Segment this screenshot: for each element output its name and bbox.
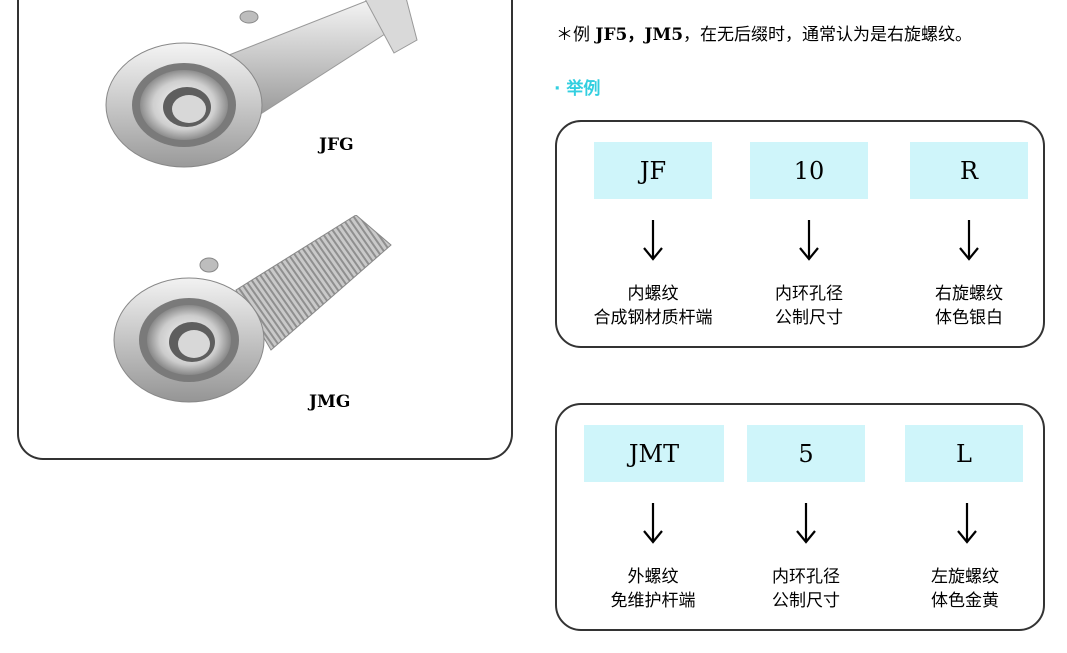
note-codes: JF5，JM5	[595, 25, 684, 45]
product-label-jmg: JMG	[309, 392, 351, 412]
description-line: 免维护杆端	[610, 591, 696, 611]
jmg-rod-end-image	[113, 215, 392, 403]
down-arrow-icon	[959, 220, 979, 261]
jfg-rod-end-image	[105, 0, 418, 168]
description-line: 合成钢材质杆端	[593, 308, 713, 328]
section-title: · 举例	[554, 79, 601, 99]
note-text: ，在无后缀时，通常认为是右旋螺纹。	[683, 25, 973, 45]
down-arrow-icon	[957, 503, 977, 544]
down-arrow-icon	[643, 220, 663, 261]
description-line: 公制尺寸	[775, 308, 843, 328]
down-arrow-icon	[799, 220, 819, 261]
example-box-2: JMT 5 L 外螺纹免维护杆端 内环孔径公制尺寸 左旋螺纹体色金黄	[555, 403, 1045, 631]
note-prefix: ＊例	[556, 25, 596, 45]
down-arrow-icon	[643, 503, 663, 544]
product-panel: JFG JMG	[17, 0, 513, 460]
description-line: 外螺纹	[627, 567, 679, 587]
description-line: 右旋螺纹	[935, 284, 1003, 304]
example-box-1: JF 10 R 内螺纹合成钢材质杆端 内环孔径公制尺寸 右旋螺纹体色银白	[555, 120, 1045, 348]
description-line: 内环孔径	[775, 284, 843, 304]
thread-direction-note: ＊例 JF5，JM5，在无后缀时，通常认为是右旋螺纹。	[556, 20, 972, 45]
code-cell-thread: R	[910, 142, 1028, 199]
code-cell-bore: 10	[750, 142, 868, 199]
down-arrow-icon	[796, 503, 816, 544]
code-cell-thread: L	[905, 425, 1023, 482]
description-line: 体色银白	[935, 308, 1003, 328]
code-cell-bore: 5	[747, 425, 865, 482]
code-cell-series: JMT	[584, 425, 724, 482]
product-label-jfg: JFG	[319, 135, 354, 155]
description-line: 体色金黄	[931, 591, 999, 611]
code-description: 外螺纹免维护杆端	[568, 565, 738, 613]
description-line: 左旋螺纹	[931, 567, 999, 587]
code-cell-series: JF	[594, 142, 712, 199]
code-description: 内螺纹合成钢材质杆端	[568, 282, 738, 330]
code-description: 内环孔径公制尺寸	[724, 282, 894, 330]
code-description: 内环孔径公制尺寸	[721, 565, 891, 613]
code-description: 左旋螺纹体色金黄	[880, 565, 1050, 613]
description-line: 内环孔径	[772, 567, 840, 587]
code-description: 右旋螺纹体色银白	[884, 282, 1054, 330]
description-line: 内螺纹	[627, 284, 679, 304]
description-line: 公制尺寸	[772, 591, 840, 611]
